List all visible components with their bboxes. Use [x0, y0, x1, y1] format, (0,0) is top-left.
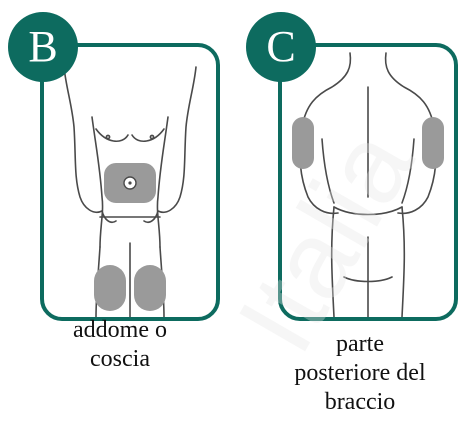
svg-text:Italia: Italia [214, 109, 437, 372]
